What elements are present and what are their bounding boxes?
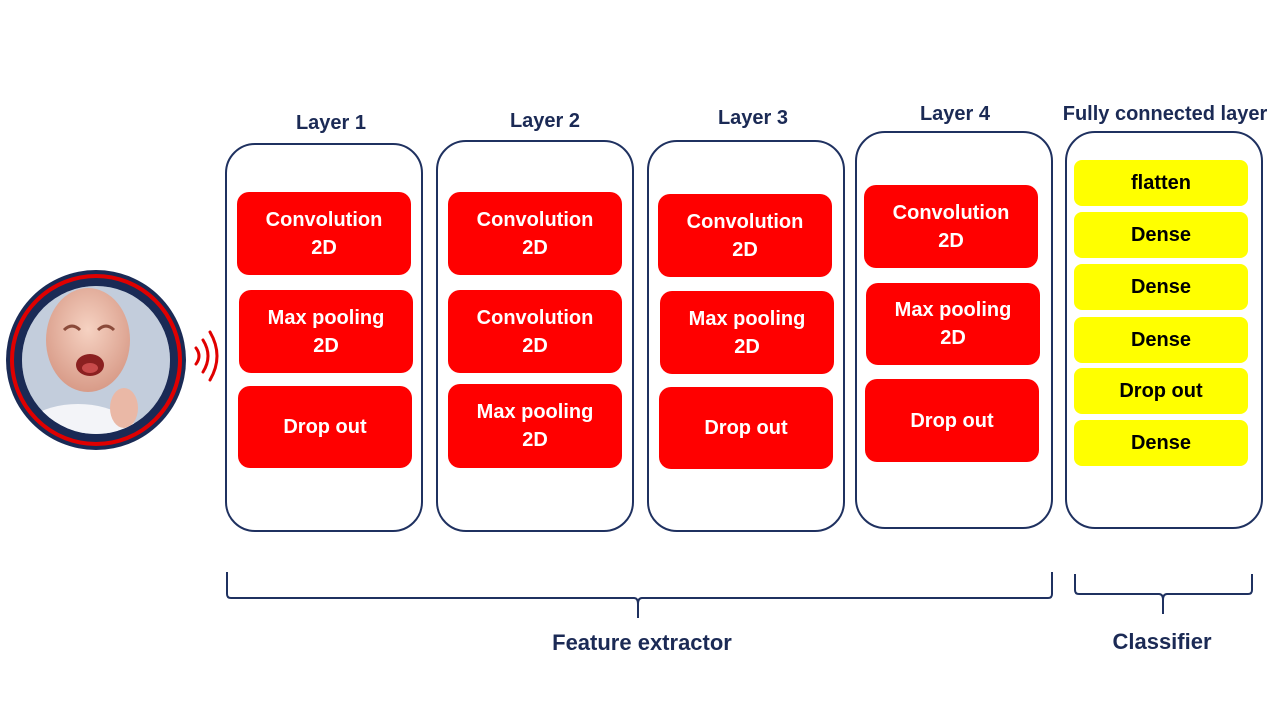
layer-1-block-3: Drop out [238,386,412,468]
fc-block-dense-3: Dense [1074,317,1248,363]
feature-extractor-bracket [226,572,1053,618]
layer-4-title: Layer 4 [919,103,991,125]
layer-2-block-1: Convolution 2D [448,192,622,275]
fc-block-flatten: flatten [1074,160,1248,206]
fc-block-dropout: Drop out [1074,368,1248,414]
layer-4-block-1: Convolution 2D [864,185,1038,268]
fc-block-dense-2: Dense [1074,264,1248,310]
layer-2-block-2: Convolution 2D [448,290,622,373]
layer-4-block-2: Max pooling 2D [866,283,1040,365]
fully-connected-title: Fully connected layer [1062,103,1268,125]
fc-block-dense-1: Dense [1074,212,1248,258]
layer-3-block-3: Drop out [659,387,833,469]
input-graphic [6,270,219,450]
layer-1-block-1: Convolution 2D [237,192,411,275]
layer-1-block-2: Max pooling 2D [239,290,413,373]
layer-3-title: Layer 3 [717,107,789,129]
layer-2-title: Layer 2 [509,110,581,132]
classifier-label: Classifier [1112,629,1212,654]
layer-1-title: Layer 1 [295,112,367,134]
fc-block-dense-4: Dense [1074,420,1248,466]
layer-2-block-3: Max pooling 2D [448,384,622,468]
layer-3-block-2: Max pooling 2D [660,291,834,374]
classifier-bracket [1074,574,1253,614]
baby-avatar-red-ring [10,274,182,446]
layer-4-block-3: Drop out [865,379,1039,462]
sound-waves-icon [194,330,219,382]
feature-extractor-label: Feature extractor [552,630,732,655]
layer-3-block-1: Convolution 2D [658,194,832,277]
